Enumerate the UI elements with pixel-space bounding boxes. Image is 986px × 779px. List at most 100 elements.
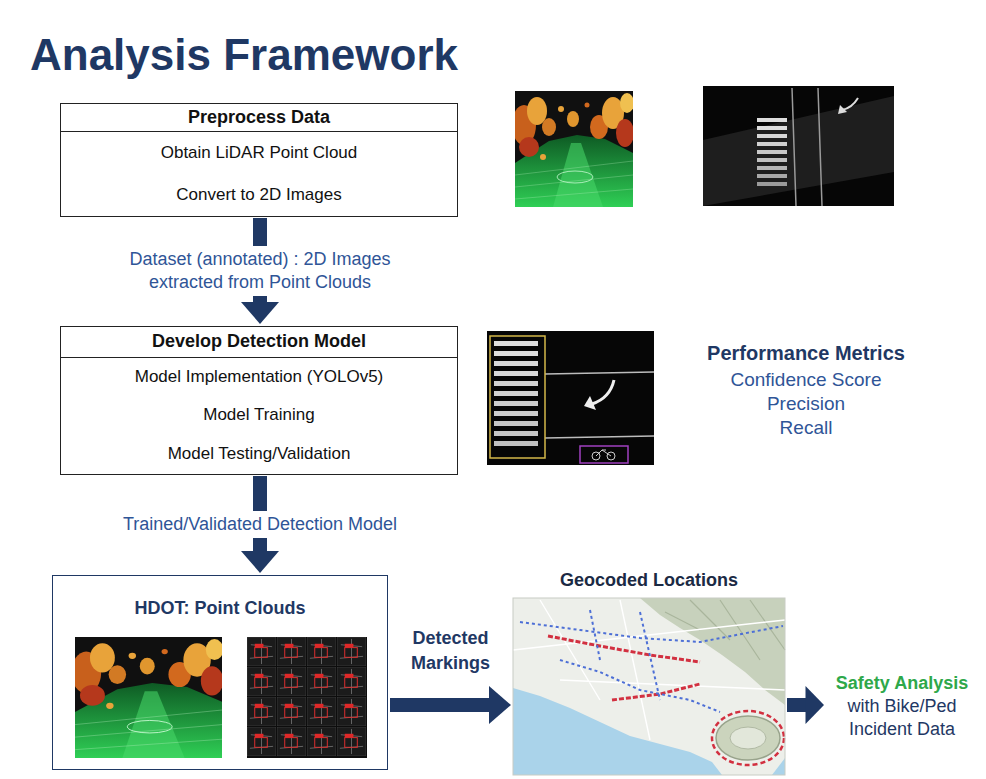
detection-example-image [580, 446, 628, 463]
detection-example-image [494, 341, 538, 346]
point-cloud-image [71, 637, 223, 758]
flow-arrow [390, 686, 511, 724]
map-image [612, 684, 700, 700]
crosswalk-image [757, 126, 787, 130]
crosswalk-image [757, 118, 787, 122]
crosswalk-image [757, 174, 787, 178]
detection-grid-image [247, 727, 276, 756]
detection-example-image [494, 351, 538, 356]
page-title: Analysis Framework [30, 33, 458, 77]
detection-grid-image [277, 697, 306, 726]
crosswalk-image [842, 98, 858, 110]
arrow-stem [390, 698, 491, 712]
detection-example-image [494, 391, 538, 396]
detection-example-image [494, 421, 538, 426]
crosswalk-image [757, 166, 787, 170]
detection-grid-image [247, 637, 367, 758]
detection-example-image [494, 441, 538, 446]
detection-example-image [494, 361, 538, 366]
detection-example-image [487, 331, 654, 465]
step-item: Model Implementation (YOLOv5) [61, 358, 457, 396]
detection-example-image [592, 380, 614, 404]
step-item: Model Testing/Validation [61, 434, 457, 474]
metric-name: Recall [676, 417, 936, 440]
map-image [716, 716, 780, 760]
crosswalk-image [703, 86, 894, 206]
map-image [513, 598, 785, 775]
detection-grid-image [277, 667, 306, 696]
map-image [520, 622, 783, 642]
map-image [665, 600, 785, 660]
crosswalk-image [792, 88, 822, 206]
arrow-head [241, 551, 279, 573]
map-heading: Geocoded Locations [513, 568, 785, 592]
detection-example-image [494, 371, 538, 376]
step-heading: Preprocess Data [61, 104, 457, 132]
crosswalk-image [703, 86, 894, 206]
step-heading: Develop Detection Model [61, 327, 457, 358]
detection-grid-image [247, 637, 276, 666]
crosswalk-image [757, 150, 787, 154]
detection-grid-image [247, 697, 276, 726]
metric-name: Precision [676, 393, 936, 416]
detection-grid-image [337, 637, 366, 666]
outcome-heading: Safety Analysis [826, 672, 978, 695]
detection-grid-image [307, 637, 336, 666]
detection-grid-image [307, 667, 336, 696]
step-item: Convert to 2D Images [61, 174, 457, 216]
arrow-stem [787, 698, 808, 712]
detection-example-image [584, 396, 596, 410]
detection-example-image [596, 450, 611, 456]
detection-example-image [494, 381, 538, 386]
outcome-node: Safety Analysiswith Bike/Ped Incident Da… [826, 672, 978, 741]
detection-example-image [494, 411, 538, 416]
map-image [560, 660, 720, 712]
map-image [513, 688, 722, 775]
detection-example-image [494, 401, 538, 406]
map-image [712, 711, 784, 765]
process-box: Preprocess DataObtain LiDAR Point CloudC… [60, 103, 458, 217]
detection-example-image [487, 331, 654, 465]
detection-grid-image [307, 697, 336, 726]
detection-grid-image [337, 667, 366, 696]
map-image [772, 758, 785, 775]
detection-grid-image [307, 727, 336, 756]
detection-grid-image [277, 727, 306, 756]
detection-grid-image [337, 727, 366, 756]
map-image [513, 598, 785, 775]
crosswalk-image [703, 96, 894, 206]
crosswalk-image [757, 158, 787, 162]
metrics-heading: Performance Metrics [676, 341, 936, 365]
panel-heading: HDOT: Point Clouds [53, 576, 387, 620]
metric-name: Confidence Score [676, 369, 936, 392]
detection-example-image [494, 431, 538, 436]
step-item: Model Training [61, 396, 457, 434]
crosswalk-image [838, 105, 847, 114]
edge-label: Trained/Validated Detection Model [90, 511, 430, 538]
map-image [730, 727, 766, 749]
detection-grid-image [277, 637, 306, 666]
map-image [513, 598, 785, 775]
arrow-head [241, 302, 279, 324]
detection-grid-image [247, 637, 367, 758]
map-image [590, 610, 660, 700]
map-panel: Geocoded Locations [513, 568, 785, 775]
crosswalk-image [757, 182, 787, 186]
outcome-text: with Bike/Ped Incident Data [826, 695, 978, 741]
detection-example-image [545, 372, 654, 438]
edge-label: Dataset (annotated) : 2D Images extracte… [105, 246, 415, 297]
crosswalk-image [757, 134, 787, 138]
step-item: Obtain LiDAR Point Cloud [61, 132, 457, 174]
arrow-head [489, 686, 511, 724]
panel-box: HDOT: Point Clouds [52, 575, 388, 770]
arrow-head [806, 686, 825, 724]
process-box: Develop Detection ModelModel Implementat… [60, 326, 458, 475]
flow-arrow [787, 686, 824, 724]
crosswalk-image [757, 142, 787, 146]
detection-example-image [490, 336, 545, 458]
detection-grid-image [247, 667, 276, 696]
detection-grid-image [337, 697, 366, 726]
edge-label: Detected Markings [395, 626, 507, 675]
point-cloud-image [512, 91, 634, 207]
